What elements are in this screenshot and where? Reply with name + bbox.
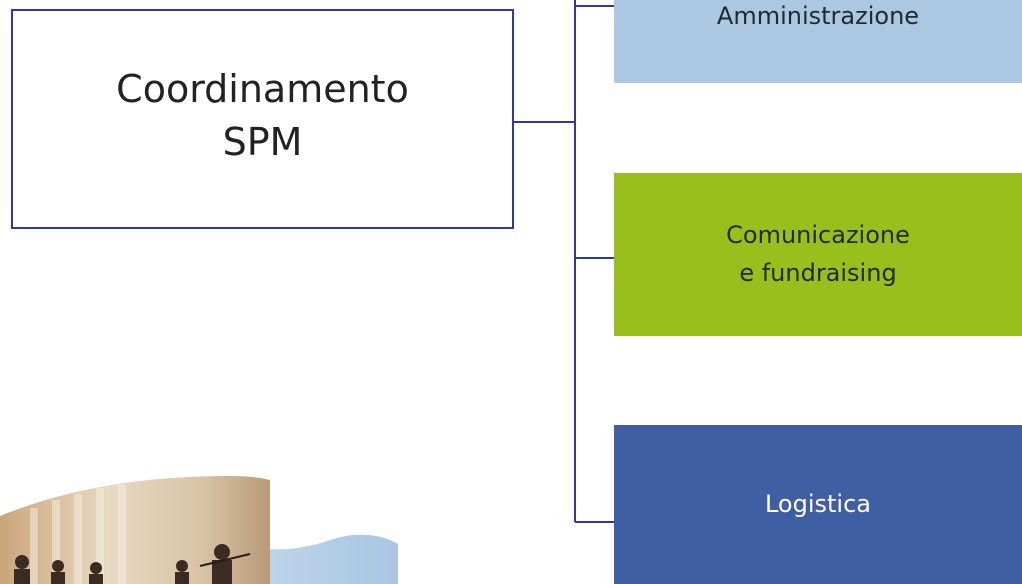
root-node-label-line-2: SPM: [222, 120, 303, 164]
child-node-label: Amministrazione: [716, 2, 920, 30]
root-node-label-line-1: Coordinamento: [116, 66, 409, 111]
decorative-photo-image: [0, 476, 398, 584]
root-node-coordinamento: Coordinamento SPM: [11, 9, 514, 229]
child-node-label: Logistica: [764, 489, 872, 518]
child-node-amministrazione: Amministrazione: [614, 0, 1022, 83]
child-node-label: Comunicazione e fundraising: [726, 221, 910, 287]
child-node-comunicazione: Comunicazione e fundraising: [614, 173, 1022, 336]
child-node-logistica: Logistica: [614, 425, 1022, 584]
